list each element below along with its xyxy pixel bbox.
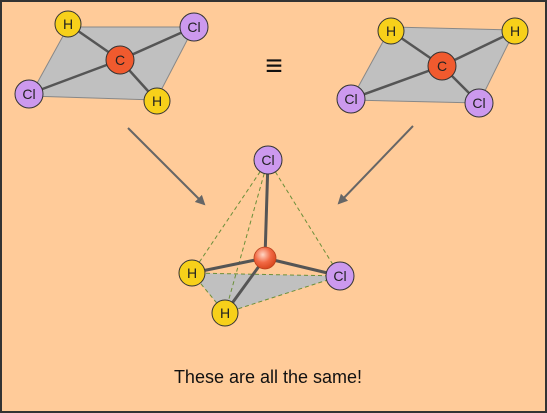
svg-text:Cl: Cl [344,91,357,107]
right-carbon-atom: C [427,51,457,81]
right-arrow [337,125,414,205]
edge-h-bottom-to-cl-right [224,275,341,314]
svg-text:Cl: Cl [22,86,35,102]
svg-text:Cl: Cl [261,152,274,168]
edge-top-to-h-bottom [224,159,269,314]
left-carbon-atom: C [105,45,135,75]
left-arrow [127,127,206,206]
tetra-carbon-atom [253,246,277,270]
left-planar-molecule: C H Cl Cl H [14,10,209,115]
svg-text:H: H [152,93,162,109]
equivalence-symbol: ≡ [265,50,283,83]
left-hydrogen-atom-bottom: H [143,87,171,115]
svg-text:H: H [63,16,73,32]
right-chlorine-atom-right: Cl [464,88,494,118]
svg-text:H: H [220,305,230,321]
edge-h-left-to-cl-right [191,272,341,277]
svg-text:C: C [437,58,447,74]
edge-top-to-cl-right [267,159,341,277]
svg-text:Cl: Cl [187,19,200,35]
right-hydrogen-atom-right: H [501,17,529,45]
right-chlorine-atom-left: Cl [336,84,366,114]
right-hydrogen-atom-left: H [377,17,405,45]
tetra-chlorine-atom-right: Cl [325,261,355,291]
svg-text:Cl: Cl [333,268,346,284]
svg-text:Cl: Cl [472,95,485,111]
right-planar-molecule: C H H Cl Cl [336,17,529,118]
left-chlorine-atom-right: Cl [179,12,209,42]
caption: These are all the same! [174,367,362,387]
tetrahedral-molecule: Cl H Cl H [178,145,355,327]
edge-top-to-h-left [191,159,269,274]
svg-text:H: H [187,265,197,281]
left-chlorine-atom-left: Cl [14,79,44,109]
svg-text:C: C [115,52,125,68]
bond-c-cl-top [263,159,270,259]
tetra-chlorine-atom-top: Cl [253,145,283,175]
tetra-hydrogen-atom-left: H [178,259,206,287]
right-bond-cl-left [350,64,443,101]
left-bond-cl-left [28,58,121,96]
left-hydrogen-atom-top: H [54,10,82,38]
svg-text:H: H [386,23,396,39]
tetra-hydrogen-atom-bottom: H [211,299,239,327]
svg-text:H: H [510,23,520,39]
